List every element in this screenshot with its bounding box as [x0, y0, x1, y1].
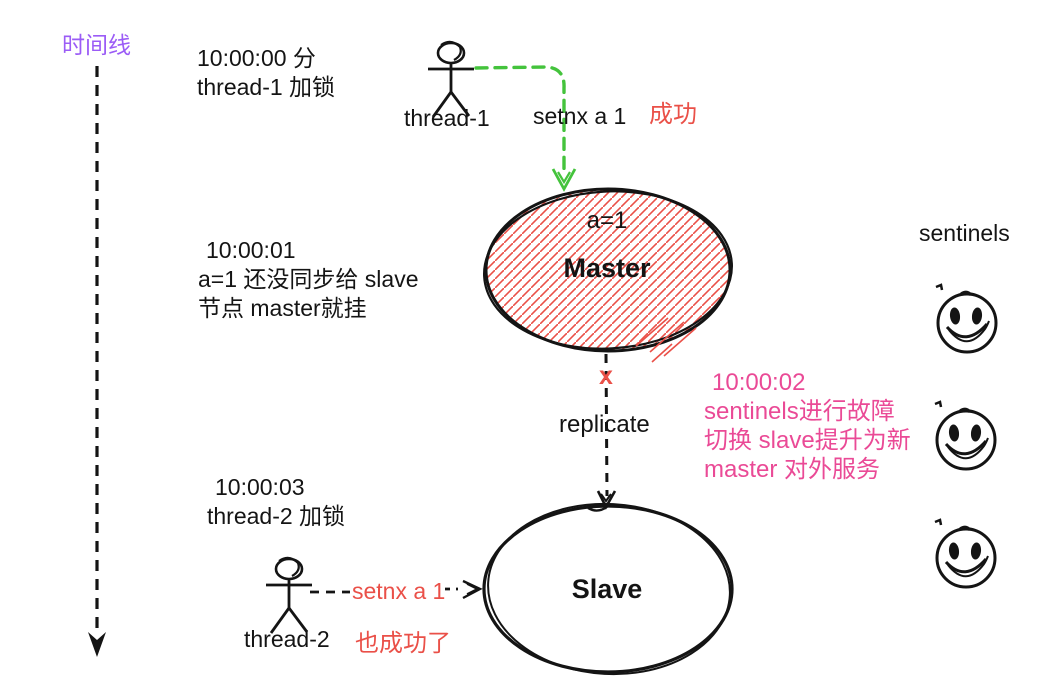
annotation-line: 10:00:00 分: [197, 45, 316, 71]
setnx2-result-label: 也成功了: [355, 630, 451, 657]
annotation-line: master 对外服务: [704, 456, 881, 483]
annotation-line: 10:00:01: [206, 237, 296, 263]
annotation-line: thread-1 加锁: [197, 74, 336, 100]
annotation-line: 节点 master就挂: [198, 295, 367, 321]
setnx2-arrow: [310, 579, 483, 600]
setnx2-command-label: setnx a 1: [352, 578, 446, 604]
annotation-line: thread-2 加锁: [207, 503, 346, 529]
sentinels-label: sentinels: [919, 220, 1010, 246]
replicate-label: replicate: [559, 411, 650, 438]
annotation-10-00-01: 10:00:01 a=1 还没同步给 slave 节点 master就挂: [198, 236, 419, 323]
thread1-label: thread-1: [404, 105, 490, 131]
setnx1-command-label: setnx a 1: [533, 103, 627, 129]
setnx1-result-label: 成功: [649, 101, 697, 128]
sentinel-smiley-icon: [933, 400, 997, 471]
thread2-person-icon: [264, 556, 314, 635]
annotation-line: sentinels进行故障: [704, 398, 895, 425]
annotation-10-00-02: 10:00:02 sentinels进行故障 切换 slave提升为新 mast…: [704, 368, 911, 484]
timeline-arrow: [88, 66, 106, 657]
sentinel-smiley-icon: [933, 518, 997, 589]
timeline-label: 时间线: [62, 32, 131, 58]
slave-node-ellipse: [482, 502, 734, 676]
annotation-10-00-00: 10:00:00 分 thread-1 加锁: [197, 44, 335, 102]
master-value-label: a=1: [586, 207, 628, 234]
annotation-10-00-03: 10:00:03 thread-2 加锁: [207, 473, 345, 531]
annotation-line: a=1 还没同步给 slave: [198, 266, 419, 292]
annotation-line: 10:00:03: [215, 474, 305, 500]
slave-label: Slave: [571, 574, 643, 604]
annotation-line: 10:00:02: [712, 369, 806, 396]
master-label: Master: [563, 253, 651, 283]
sentinel-smiley-icon: [934, 283, 998, 354]
master-node-ellipse: [483, 187, 733, 363]
setnx1-arrow: [474, 65, 577, 192]
annotation-line: 切换 slave提升为新: [704, 427, 911, 454]
master-down-x-mark: x: [599, 362, 613, 390]
thread2-label: thread-2: [244, 626, 330, 652]
